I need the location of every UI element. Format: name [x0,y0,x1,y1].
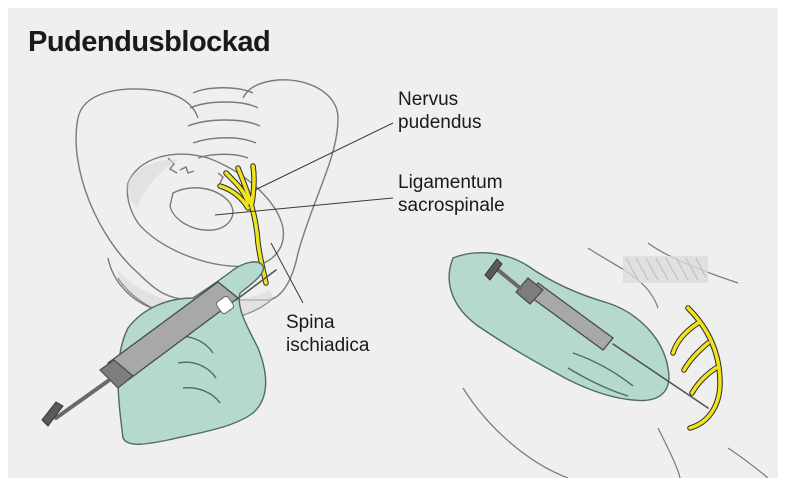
illustration-frame: Pudendusblockad Nervus pudendus Ligament… [8,8,778,478]
ligament-label-line-1: Ligamentum [398,171,505,194]
spine-label: Spina ischiadica [286,311,369,357]
nerve-label-line-1: Nervus [398,88,481,111]
nerve-label-line-2: pudendus [398,111,481,134]
pelvis-bone [76,80,338,321]
spine-label-line-2: ischiadica [286,334,369,357]
ligament-label: Ligamentum sacrospinale [398,171,505,217]
illustration-canvas [8,8,778,478]
page-title: Pudendusblockad [28,26,270,59]
spine-label-line-1: Spina [286,311,369,334]
nerve-label: Nervus pudendus [398,88,481,134]
ligament-label-line-2: sacrospinale [398,194,505,217]
hatched-region [623,256,708,283]
pudendal-nerve-right-fill [673,308,720,428]
